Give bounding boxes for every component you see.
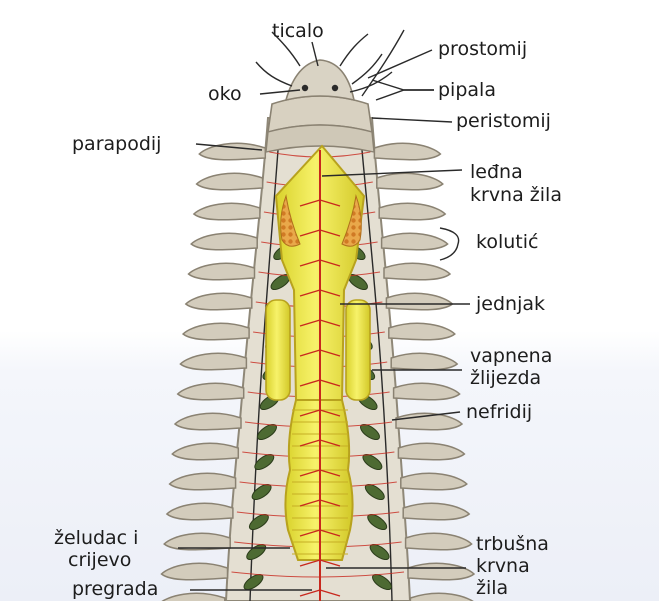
parapodium-left	[197, 173, 263, 189]
label-nefridij: nefridij	[466, 401, 532, 423]
palp-right-1	[352, 54, 382, 84]
parapodium-right	[394, 383, 460, 399]
palp-left-1	[256, 62, 292, 86]
parapodium-left	[186, 293, 252, 309]
gland-pouch-right	[346, 300, 370, 400]
parapodium-right	[401, 473, 467, 489]
label-ticalo: ticalo	[272, 20, 324, 42]
label-trbusna-line1: trbušna	[476, 533, 549, 555]
label-kolutic: kolutić	[476, 231, 538, 253]
parapodium-right	[384, 263, 450, 279]
label-trbusna-line2: krvna	[476, 555, 530, 577]
parapodium-right	[377, 173, 443, 189]
parapodium-left	[167, 503, 233, 519]
parapodium-left	[175, 413, 241, 429]
parapodium-right	[403, 503, 469, 519]
prostomium	[286, 60, 354, 100]
label-pregrada: pregrada	[72, 578, 158, 600]
label-oko: oko	[208, 83, 242, 105]
parapodium-left	[180, 353, 246, 369]
label-jednjak: jednjak	[475, 293, 545, 315]
parapodium-right	[408, 563, 474, 579]
parapodium-right	[410, 593, 476, 601]
parapodium-left	[170, 473, 236, 489]
label-zeludac-line2: crijevo	[68, 549, 131, 571]
label-pipala: pipala	[438, 79, 496, 101]
label-zeludac-line1: želudac i	[54, 527, 138, 549]
parapodium-right	[391, 353, 457, 369]
parapodium-right	[382, 233, 448, 249]
eye-left	[302, 85, 308, 91]
parapodium-left	[191, 233, 257, 249]
parapodium-left	[189, 263, 255, 279]
parapodium-left	[172, 443, 238, 459]
parapodium-right	[386, 293, 452, 309]
label-vapnena-line1: vapnena	[470, 345, 552, 367]
parapodium-right	[374, 143, 440, 159]
label-vapnena-line2: žlijezda	[470, 367, 541, 389]
label-parapodij: parapodij	[72, 133, 161, 155]
parapodium-left	[194, 203, 260, 219]
parapodium-left	[159, 593, 225, 601]
parapodium-left	[183, 323, 249, 339]
label-ledna-line2: krvna žila	[470, 184, 562, 206]
parapodium-right	[389, 323, 455, 339]
tentacle-right	[340, 34, 368, 66]
label-peristomij: peristomij	[456, 110, 551, 132]
parapodium-right	[406, 533, 472, 549]
parapodium-right	[398, 443, 464, 459]
parapodium-right	[379, 203, 445, 219]
parapodium-left	[162, 563, 228, 579]
antenna-right	[362, 30, 404, 96]
parapodium-left	[178, 383, 244, 399]
gland-pouch-left	[266, 300, 290, 400]
label-ledna-line1: leđna	[470, 161, 523, 183]
label-trbusna-line3: žila	[476, 577, 508, 599]
label-prostomij: prostomij	[438, 38, 527, 60]
eye-right	[332, 85, 338, 91]
